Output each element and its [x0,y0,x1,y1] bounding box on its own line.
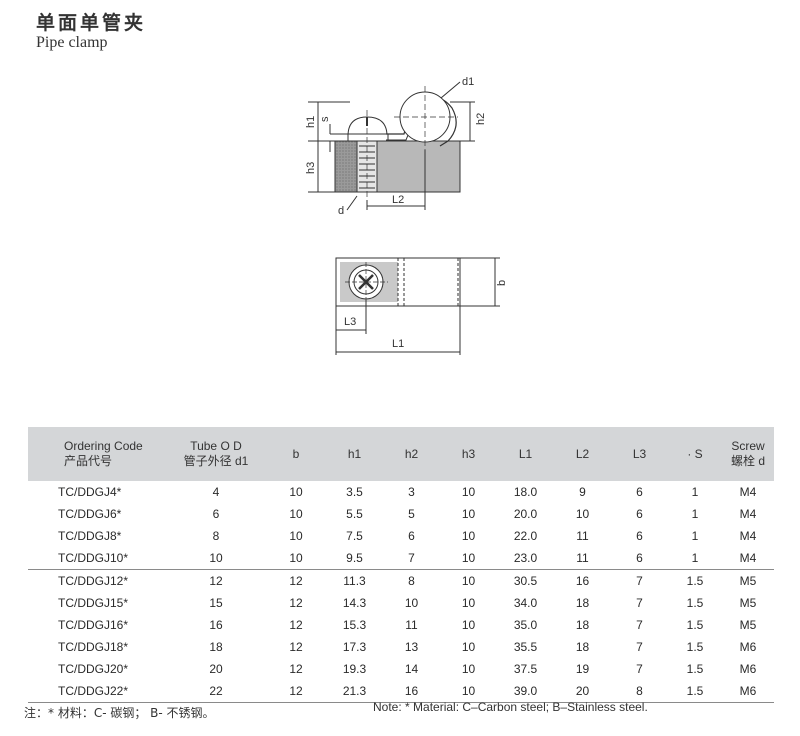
header-h3: h3 [440,427,497,481]
top-view-labels: b L3 L1 [344,280,508,350]
header-h2: h2 [383,427,440,481]
top-view [335,257,500,355]
label-L3: L3 [344,316,356,328]
header-L2: L2 [554,427,611,481]
header-L1: L1 [497,427,554,481]
page-title-cn: 单面单管夹 [36,12,147,34]
side-view [308,81,475,211]
label-d: d [338,205,344,217]
side-view-labels: d1 h1 s h2 h3 d L2 [305,76,487,217]
label-L1: L1 [392,338,404,350]
label-b: b [496,280,508,286]
page-title-en: Pipe clamp [36,34,108,51]
header-s: · S [668,427,722,481]
material-note-cn: 注：* 材料：C- 碳钢； B- 不锈钢。 [24,706,215,720]
material-note-en: Note: * Material: C–Carbon steel; B–Stai… [373,700,648,714]
label-h1: h1 [305,116,317,128]
technical-drawing: d1 h1 s h2 h3 d L2 b L3 L1 [305,76,508,355]
label-s: s [319,116,331,122]
label-h3: h3 [305,162,317,174]
label-L2: L2 [392,194,404,206]
header-h1: h1 [326,427,383,481]
label-d1: d1 [462,76,474,88]
hatched-section [334,140,358,193]
label-h2: h2 [475,113,487,125]
header-b: b [266,427,326,481]
header-L3: L3 [611,427,668,481]
